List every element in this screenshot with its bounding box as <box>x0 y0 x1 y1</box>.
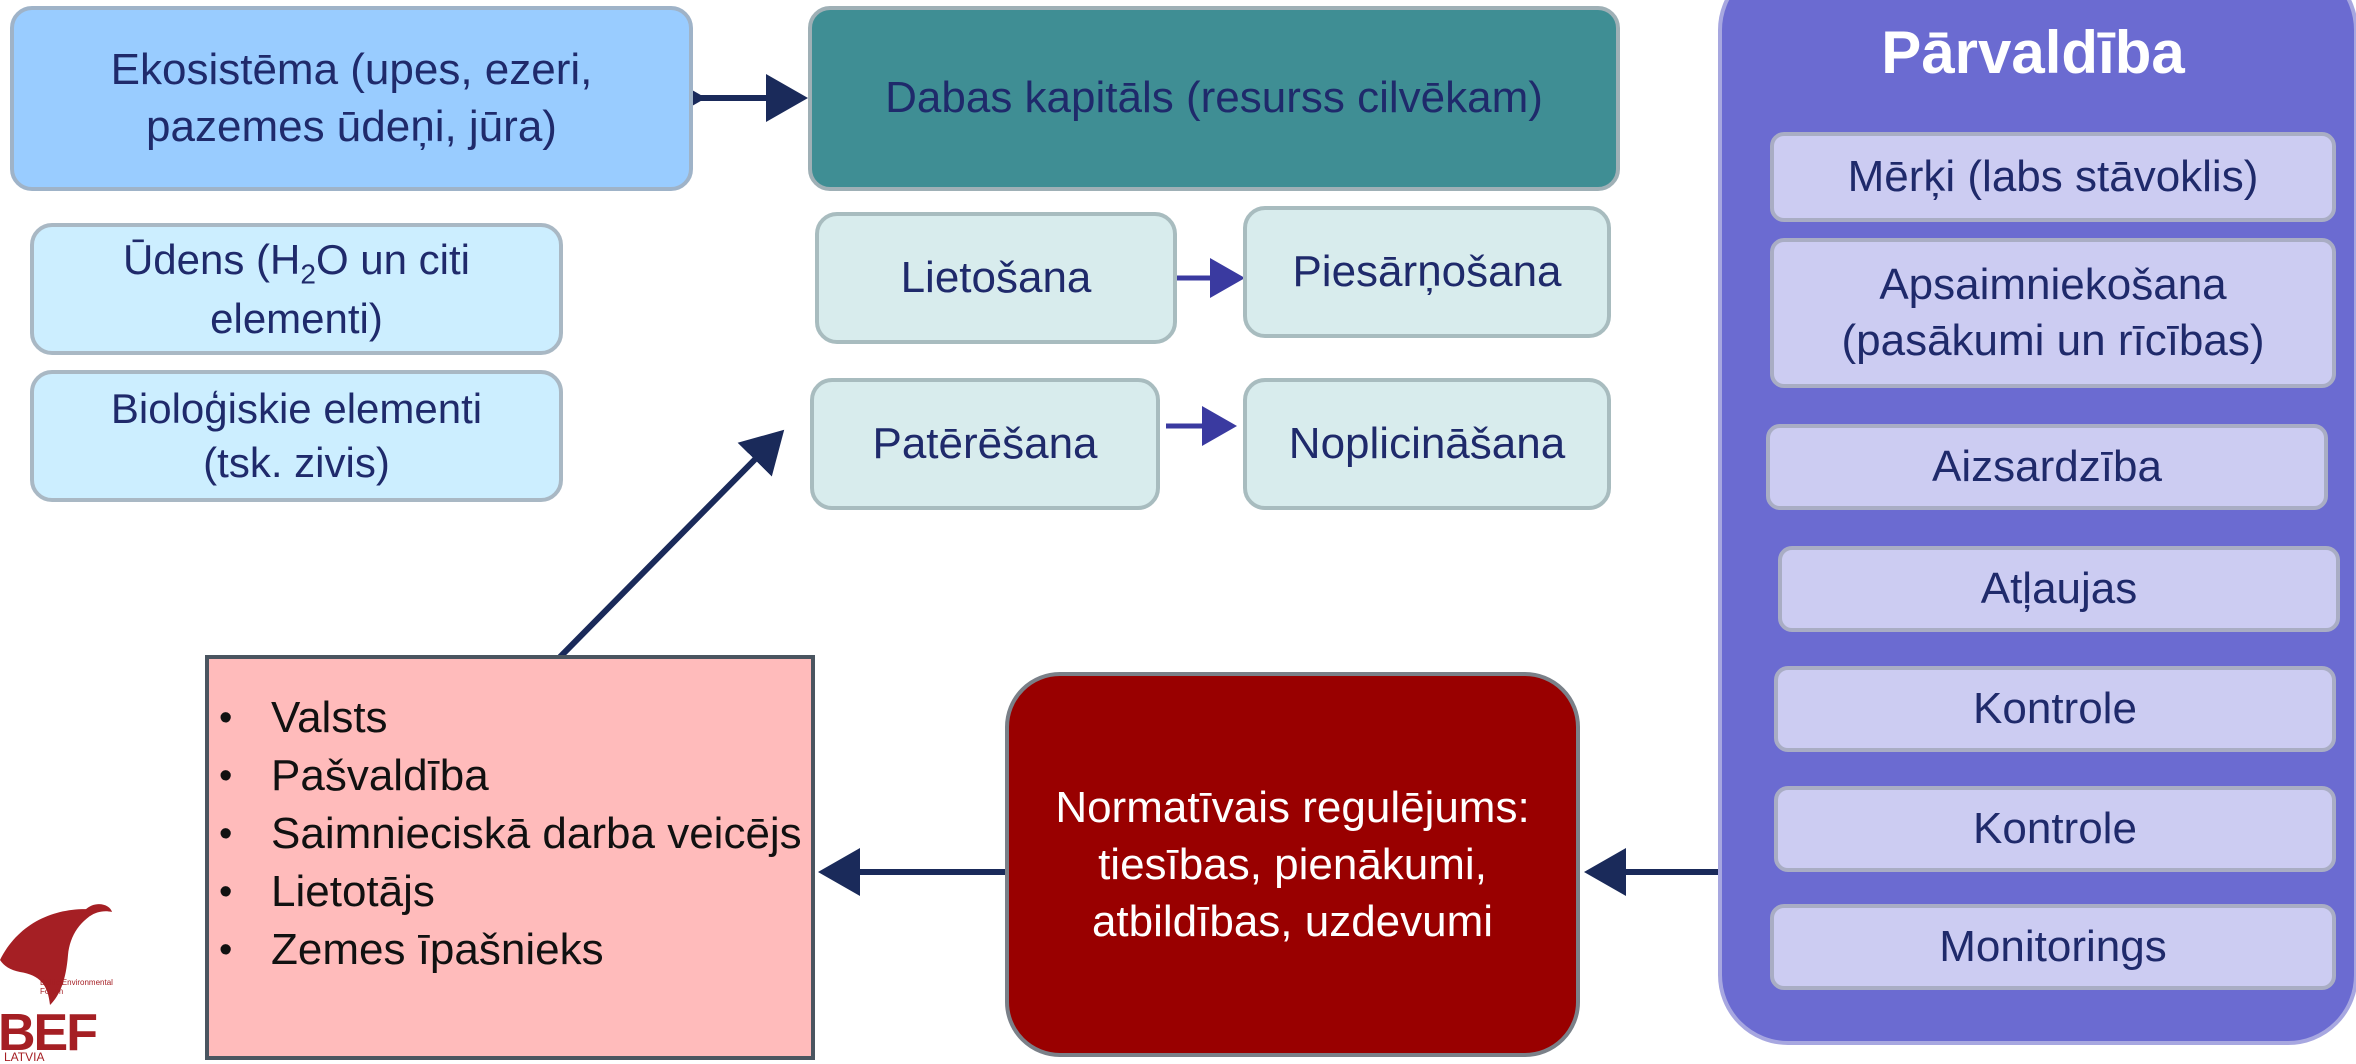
use-box: Lietošana <box>815 212 1177 344</box>
governance-item-label: Apsaimniekošana (pasākumi un rīcības) <box>1841 259 2265 365</box>
bef-logo-icon <box>0 904 112 1005</box>
governance-item-monitoring: Monitorings <box>1770 904 2336 990</box>
list-item: Zemes īpašnieks <box>219 921 811 979</box>
governance-item-management: Apsaimniekošana (pasākumi un rīcības) <box>1770 238 2336 388</box>
governance-item-permits: Atļaujas <box>1778 546 2340 632</box>
governance-item-label: Mērķi (labs stāvoklis) <box>1847 151 2259 201</box>
natural-capital-label: Dabas kapitāls (resurss cilvēkam) <box>885 73 1543 123</box>
governance-item-label: Aizsardzība <box>1932 441 2162 491</box>
ecosystem-label: Ekosistēma (upes, ezeri, pazemes ūdeņi, … <box>110 45 593 151</box>
governance-item-label: Atļaujas <box>1980 563 2138 613</box>
pollution-box: Piesārņošana <box>1243 206 1611 338</box>
normative-label: Normatīvais regulējums: tiesības, pienāk… <box>1055 782 1530 947</box>
consumption-box: Patērēšana <box>810 378 1160 510</box>
actors-box: Valsts Pašvaldība Saimnieciskā darba vei… <box>205 655 815 1060</box>
actors-list: Valsts Pašvaldība Saimnieciskā darba vei… <box>209 689 811 979</box>
governance-item-protection: Aizsardzība <box>1766 424 2328 510</box>
logo-text: BEF <box>0 1004 98 1062</box>
list-item: Pašvaldība <box>219 747 811 805</box>
governance-item-control-2: Kontrole <box>1774 786 2336 872</box>
logo-country: LATVIA <box>4 1050 45 1064</box>
ecosystem-box: Ekosistēma (upes, ezeri, pazemes ūdeņi, … <box>10 6 693 191</box>
use-label: Lietošana <box>900 252 1092 302</box>
governance-item-label: Kontrole <box>1973 803 2137 853</box>
biological-label: Bioloģiskie elementi (tsk. zivis) <box>110 385 483 486</box>
depletion-box: Noplicināšana <box>1243 378 1611 510</box>
logo-subtext: Baltic Environmental Forum <box>40 978 113 996</box>
governance-item-label: Kontrole <box>1973 683 2137 733</box>
arrow-actors-consumption <box>557 429 785 660</box>
governance-item-control: Kontrole <box>1774 666 2336 752</box>
governance-item-label: Monitorings <box>1939 921 2167 971</box>
consumption-label: Patērēšana <box>872 418 1098 468</box>
list-item: Saimnieciskā darba veicējs <box>219 805 811 863</box>
depletion-label: Noplicināšana <box>1288 418 1566 468</box>
governance-title: Pārvaldība <box>1881 19 2185 86</box>
water-label: Ūdens (H2O un citi elementi) <box>34 233 559 346</box>
water-subscript: 2 <box>300 257 316 289</box>
list-item: Lietotājs <box>219 863 811 921</box>
list-item: Valsts <box>219 689 811 747</box>
water-label-part2: O un citi elementi) <box>210 235 471 342</box>
water-box: Ūdens (H2O un citi elementi) <box>30 223 563 355</box>
biological-box: Bioloģiskie elementi (tsk. zivis) <box>30 370 563 502</box>
natural-capital-box: Dabas kapitāls (resurss cilvēkam) <box>808 6 1620 191</box>
pollution-label: Piesārņošana <box>1292 246 1562 296</box>
water-label-part1: Ūdens (H <box>122 235 301 283</box>
normative-box: Normatīvais regulējums: tiesības, pienāk… <box>1005 672 1580 1057</box>
governance-item-goals: Mērķi (labs stāvoklis) <box>1770 132 2336 222</box>
